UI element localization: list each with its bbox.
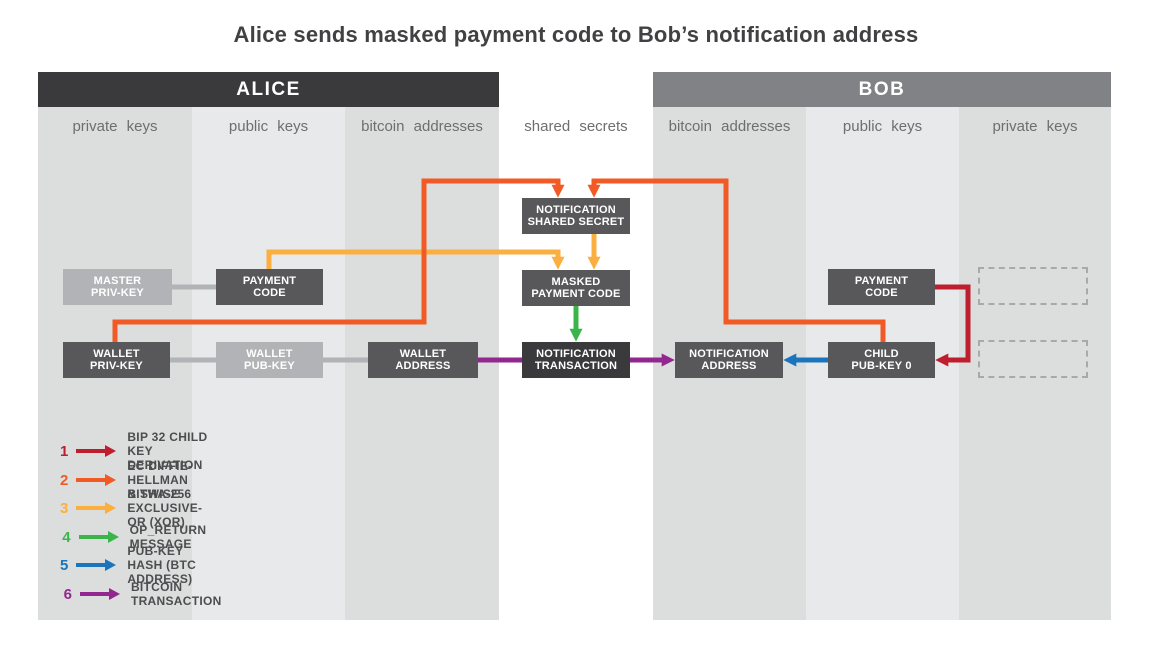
legend-label: PUB-KEY HASH (BTC ADDRESS) — [127, 544, 197, 586]
bob-panel-header: BOB — [653, 72, 1111, 107]
column-label-bob-public-keys: public keys — [842, 117, 923, 135]
legend-number: 2 — [60, 471, 69, 489]
column-label-bob-bitcoin-addresses: bitcoin addresses — [668, 117, 791, 135]
legend-number: 6 — [63, 585, 72, 603]
box-notification-address: NOTIFICATION ADDRESS — [675, 342, 783, 378]
arrow-ecdh-child-pubkey-to-shared-secret — [587, 178, 886, 342]
box-notification-transaction: NOTIFICATION TRANSACTION — [522, 342, 630, 378]
legend-item-bitcoin-transaction: 6 BITCOIN TRANSACTION — [60, 580, 228, 608]
box-wallet-address: WALLET ADDRESS — [368, 342, 478, 378]
arrow-bip32-payment-code-to-child-pubkey — [935, 284, 971, 367]
arrow-ecdh-wallet-privkey-to-shared-secret — [112, 178, 565, 342]
legend-item-pubkey-hash: 5 PUB-KEY HASH (BTC ADDRESS) — [60, 544, 202, 586]
box-payment-code-bob: PAYMENT CODE — [828, 269, 935, 305]
box-notification-shared-secret: NOTIFICATION SHARED SECRET — [522, 198, 630, 234]
box-child-pub-key-0: CHILD PUB-KEY 0 — [828, 342, 935, 378]
legend-label: OP_RETURN MESSAGE — [129, 523, 207, 551]
legend-number: 3 — [60, 499, 69, 517]
page-title: Alice sends masked payment code to Bob’s… — [233, 22, 919, 47]
column-label-alice-bitcoin-addresses: bitcoin addresses — [361, 117, 483, 135]
legend-number: 4 — [62, 528, 71, 546]
legend-label: BITCOIN TRANSACTION — [130, 580, 222, 608]
legend-item-opreturn: 4 OP_RETURN MESSAGE — [60, 523, 214, 551]
box-bob-private-key-placeholder-2 — [978, 340, 1088, 378]
legend-number: 5 — [60, 556, 69, 574]
box-master-priv-key: MASTER PRIV-KEY — [63, 269, 172, 305]
alice-panel-title: ALICE — [236, 78, 301, 100]
legend-item-xor: 3 BITWISE EXCLUSIVE-OR (XOR) — [60, 487, 212, 529]
box-payment-code-alice: PAYMENT CODE — [216, 269, 323, 305]
arrow-xor-payment-code-to-masked — [266, 249, 565, 270]
legend-arrow-icon — [76, 559, 117, 571]
column-label-alice-public-keys: public keys — [228, 117, 309, 135]
box-wallet-priv-key: WALLET PRIV-KEY — [63, 342, 170, 378]
box-bob-private-key-placeholder-1 — [978, 267, 1088, 305]
column-label-bob-private-keys: private keys — [992, 117, 1078, 135]
box-wallet-pub-key: WALLET PUB-KEY — [216, 342, 323, 378]
legend-arrow-icon — [78, 531, 119, 543]
legend-label: BITWISE EXCLUSIVE-OR (XOR) — [127, 487, 203, 529]
legend-arrow-icon — [76, 445, 117, 457]
legend-arrow-icon — [79, 588, 120, 600]
legend-label: EC DIFFIE-HELLMAN & SHA-256 — [127, 459, 193, 501]
column-label-alice-private-keys: private keys — [72, 117, 158, 135]
alice-panel-header: ALICE — [38, 72, 499, 107]
legend-arrow-icon — [76, 502, 117, 514]
bob-private-keys-column-bg — [959, 107, 1111, 620]
legend-item-bip32: 1 BIP 32 CHILD KEY DERIVATION — [60, 430, 212, 472]
column-label-shared-secrets: shared secrets — [524, 117, 628, 135]
legend-label: BIP 32 CHILD KEY DERIVATION — [127, 430, 208, 472]
legend-item-ecdh: 2 EC DIFFIE-HELLMAN & SHA-256 — [60, 459, 198, 501]
legend-number: 1 — [60, 442, 69, 460]
box-masked-payment-code: MASKED PAYMENT CODE — [522, 270, 630, 306]
bob-panel-title: BOB — [858, 78, 906, 100]
legend-arrow-icon — [76, 474, 117, 486]
